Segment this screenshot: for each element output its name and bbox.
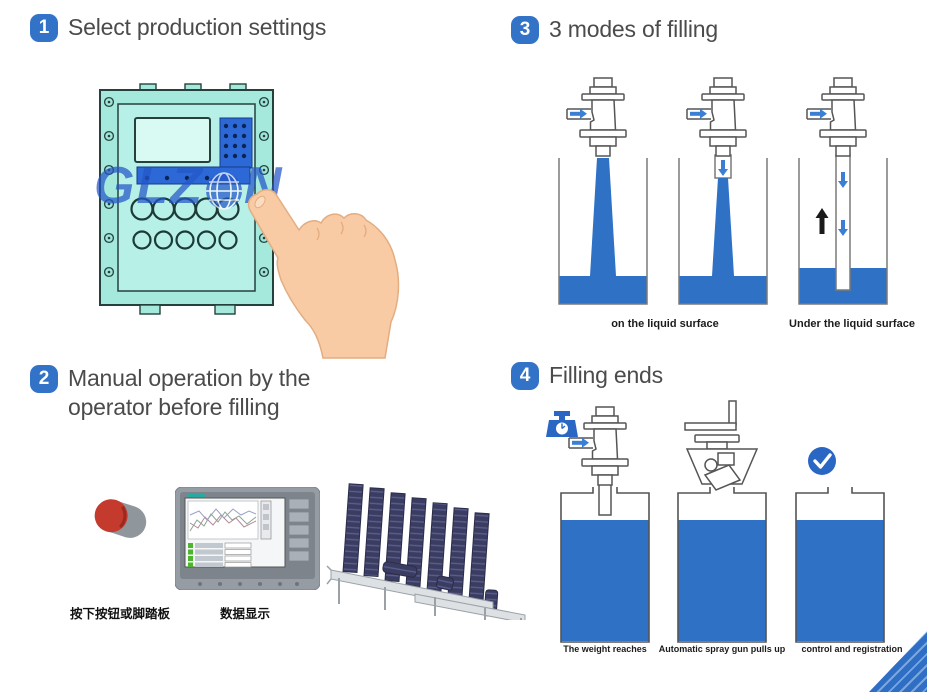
filling-ends-illustration <box>546 400 885 643</box>
step4-badge: 4 <box>511 362 539 390</box>
caption-press-button: 按下按钮或脚踏板 <box>69 607 170 621</box>
production-line-illustration <box>326 483 526 620</box>
pointing-hand <box>247 189 400 359</box>
panel-screen <box>134 117 211 163</box>
hmi-logo <box>187 494 205 497</box>
step1-badge: 1 <box>30 14 58 42</box>
hmi-display-illustration <box>175 487 320 590</box>
control-panel-illustration <box>99 83 274 315</box>
mode-caption-under-surface: Under the liquid surface <box>789 318 915 330</box>
scale-icon <box>546 411 578 437</box>
tank-weight-reached <box>560 406 650 643</box>
caption-data-display: 数据显示 <box>219 607 270 621</box>
up-arrow-icon <box>815 208 829 234</box>
check-icon <box>808 447 836 475</box>
mode3-tank <box>798 77 888 305</box>
mode1-tank <box>558 77 648 305</box>
spray-gun <box>684 400 759 491</box>
step4-title: Filling ends <box>549 362 663 388</box>
step3-title: 3 modes of filling <box>549 16 718 42</box>
step2-title-line2: operator before filling <box>68 394 280 420</box>
mode2-tank <box>678 77 768 305</box>
caption-control-registration: control and registration <box>801 644 903 654</box>
caption-weight-reaches: The weight reaches <box>563 644 647 654</box>
tank-gun-pulled-up <box>677 400 767 643</box>
push-button-illustration <box>94 499 147 538</box>
step2-title-line1: Manual operation by the <box>68 365 311 391</box>
fingernail <box>254 195 266 209</box>
mode-caption-on-surface: on the liquid surface <box>611 318 719 330</box>
filling-modes-illustration <box>558 77 888 305</box>
tank-registered <box>795 447 885 643</box>
step3-badge: 3 <box>511 16 539 44</box>
step2-badge: 2 <box>30 365 58 393</box>
step1-title: Select production settings <box>68 14 327 40</box>
caption-gun-pulls-up: Automatic spray gun pulls up <box>658 644 786 654</box>
